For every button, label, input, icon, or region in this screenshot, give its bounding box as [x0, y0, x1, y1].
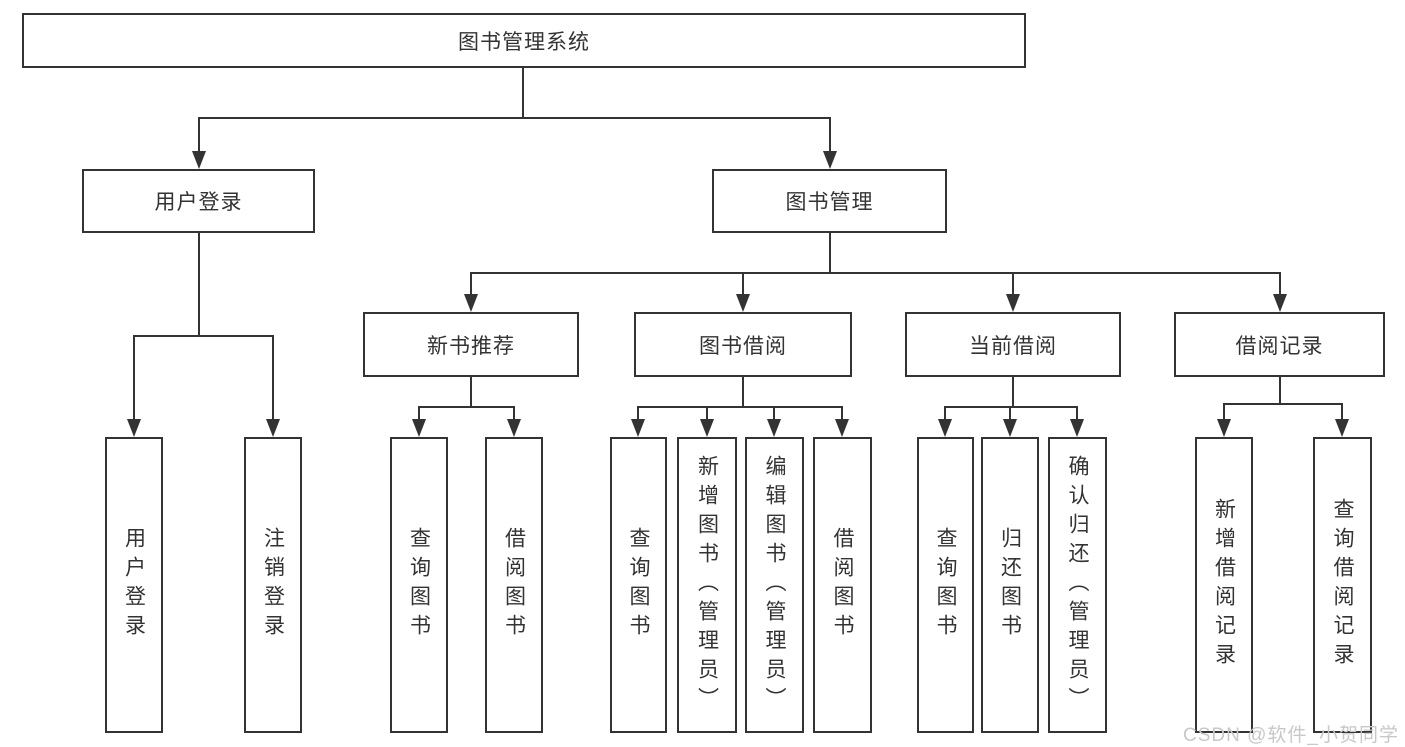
node-label: 新增图书（管理员）	[695, 454, 719, 716]
arrowhead-icon	[507, 419, 521, 437]
leaf-confirm-return-admin: 确认归还（管理员）	[1048, 437, 1107, 733]
node-user-login: 用户登录	[82, 169, 315, 233]
leaf-user-login: 用户登录	[105, 437, 163, 733]
leaf-query-books-recommend: 查询图书	[390, 437, 448, 733]
node-label: 借阅图书	[502, 527, 526, 643]
node-label: 图书管理	[785, 191, 874, 214]
node-label: 编辑图书（管理员）	[763, 454, 786, 716]
connector-book-borrow-children	[631, 377, 849, 437]
leaf-query-books-current: 查询图书	[917, 437, 974, 733]
node-label: 用户登录	[122, 527, 146, 643]
arrowhead-icon	[1003, 419, 1017, 437]
connector-root-to-level2	[192, 68, 837, 169]
leaf-add-book-admin: 新增图书（管理员）	[677, 437, 737, 733]
arrowhead-icon	[823, 151, 837, 169]
node-label: 注销登录	[261, 527, 285, 643]
arrowhead-icon	[1006, 294, 1020, 312]
leaf-return-books: 归还图书	[981, 437, 1039, 733]
leaf-logout: 注销登录	[244, 437, 302, 733]
connector-book-mgmt-children	[464, 233, 1287, 312]
leaf-borrow-books-recommend: 借阅图书	[485, 437, 543, 733]
node-label: 查询图书	[627, 527, 650, 643]
node-label: 借阅记录	[1235, 334, 1324, 358]
node-book-borrowing: 图书借阅	[634, 312, 852, 377]
node-label: 查询图书	[934, 527, 957, 643]
connector-new-book-rec-children	[412, 377, 521, 437]
arrowhead-icon	[464, 294, 478, 312]
leaf-add-borrow-record: 新增借阅记录	[1195, 437, 1253, 733]
node-label: 图书借阅	[699, 334, 787, 358]
arrowhead-icon	[1217, 419, 1231, 437]
arrowhead-icon	[631, 419, 645, 437]
arrowhead-icon	[767, 419, 781, 437]
node-current-borrowing: 当前借阅	[905, 312, 1121, 377]
node-label: 确认归还（管理员）	[1066, 454, 1089, 716]
leaf-query-books-borrowing: 查询图书	[610, 437, 667, 733]
connector-user-login-children	[127, 233, 280, 437]
connector-current-borrow-children	[938, 377, 1084, 437]
arrowhead-icon	[938, 419, 952, 437]
arrowhead-icon	[835, 419, 849, 437]
arrowhead-icon	[1335, 419, 1349, 437]
node-label: 查询借阅记录	[1331, 498, 1354, 672]
arrowhead-icon	[700, 419, 714, 437]
node-new-book-recommendation: 新书推荐	[363, 312, 579, 377]
leaf-query-borrow-record: 查询借阅记录	[1313, 437, 1372, 733]
arrowhead-icon	[1070, 419, 1084, 437]
node-label: 查询图书	[407, 527, 431, 643]
connector-borrow-record-children	[1217, 377, 1349, 437]
arrowhead-icon	[1273, 294, 1287, 312]
csdn-watermark: CSDN @软件_小贺同学	[1183, 725, 1399, 746]
node-label: 归还图书	[998, 527, 1022, 643]
arrowhead-icon	[412, 419, 426, 437]
leaf-edit-book-admin: 编辑图书（管理员）	[745, 437, 804, 733]
leaf-borrow-books-borrowing: 借阅图书	[813, 437, 872, 733]
node-label: 新书推荐	[427, 334, 515, 358]
node-label: 用户登录	[154, 191, 243, 214]
arrowhead-icon	[192, 151, 206, 169]
node-label: 借阅图书	[831, 527, 854, 643]
node-label: 图书管理系统	[458, 30, 590, 54]
node-label: 新增借阅记录	[1212, 498, 1236, 672]
node-library-management-system: 图书管理系统	[22, 13, 1026, 68]
arrowhead-icon	[266, 419, 280, 437]
node-book-management: 图书管理	[712, 169, 947, 233]
arrowhead-icon	[736, 294, 750, 312]
arrowhead-icon	[127, 419, 141, 437]
node-borrowing-records: 借阅记录	[1174, 312, 1385, 377]
node-label: 当前借阅	[969, 334, 1057, 358]
